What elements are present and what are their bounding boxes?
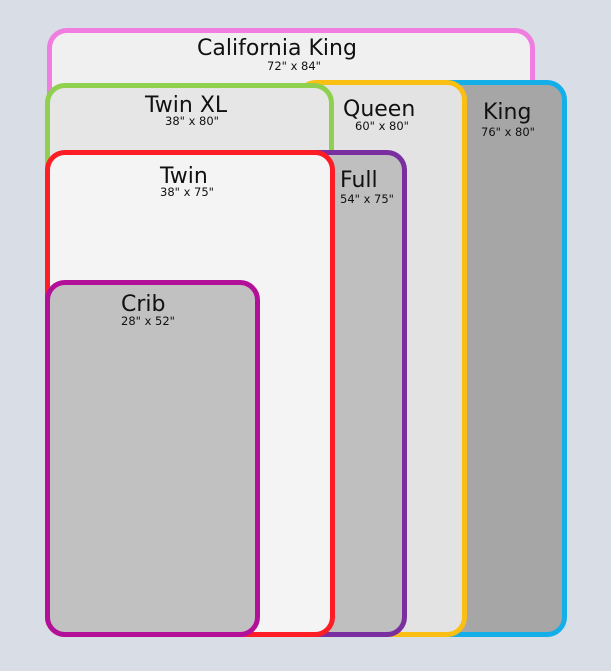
queen-dims: 60" x 80" — [355, 119, 409, 133]
king-dims: 76" x 80" — [481, 125, 535, 139]
queen-label: Queen — [343, 97, 416, 122]
twin-xl-label: Twin XL — [145, 93, 228, 118]
twin-label: Twin — [160, 164, 208, 189]
crib-label: Crib — [121, 292, 166, 317]
crib-outline — [45, 280, 260, 637]
twin-xl-dims: 38" x 80" — [165, 114, 219, 128]
california-king-label: California King — [197, 36, 357, 61]
full-label: Full — [340, 168, 378, 193]
twin-dims: 38" x 75" — [160, 185, 214, 199]
king-label: King — [483, 100, 532, 125]
full-dims: 54" x 75" — [340, 192, 394, 206]
crib-dims: 28" x 52" — [121, 314, 175, 328]
california-king-dims: 72" x 84" — [267, 59, 321, 73]
